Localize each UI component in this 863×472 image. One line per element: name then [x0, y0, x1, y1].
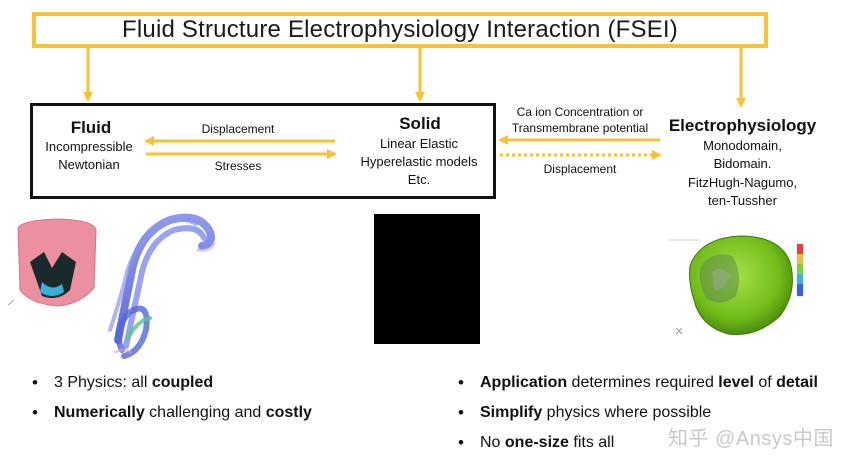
bullet-item: Application determines required level of… — [456, 373, 818, 393]
bullet-text-bold: coupled — [151, 374, 214, 391]
bullet-text-bold: Simplify — [480, 404, 543, 421]
bullet-text-bold: Numerically — [54, 404, 145, 421]
fluid-line-1: Incompressible — [45, 139, 133, 154]
bullet-item: Simplify physics where possible — [456, 403, 818, 423]
bullet-text-bold: Application — [480, 374, 568, 391]
electrophysiology-line-4: ten-Tussher — [708, 193, 777, 208]
fluid-line-2: Newtonian — [58, 157, 120, 172]
label-displacement-fluid-solid: Displacement — [201, 122, 275, 136]
bullet-list-right: Application determines required level of… — [456, 373, 818, 464]
label-displacement-ep-solid: Displacement — [543, 162, 617, 176]
solid-heading: Solid — [399, 114, 441, 133]
bullet-item: No one-size fits all — [456, 433, 818, 453]
electrophysiology-heading: Electrophysiology — [668, 116, 817, 135]
bullet-text: determines required — [567, 374, 719, 391]
bullet-text: No — [480, 434, 505, 451]
bullet-text-bold: level — [718, 374, 754, 391]
bullet-text: challenging and — [144, 404, 266, 421]
bullet-text-bold: detail — [776, 374, 818, 391]
electrophysiology-line-2: Bidomain. — [713, 156, 772, 171]
fluid-heading: Fluid — [70, 118, 112, 137]
watermark: 知乎 @Ansys中国 — [668, 428, 834, 450]
fluid-flow-image — [108, 213, 216, 359]
bullet-text: physics where possible — [542, 404, 712, 421]
fluid-sleeve-image — [7, 218, 97, 307]
bullet-text-bold: costly — [265, 404, 312, 421]
bullet-text: of — [753, 374, 777, 391]
diagram-title: Fluid Structure Electrophysiology Intera… — [122, 16, 678, 43]
title-connectors — [83, 48, 746, 108]
electrophysiology-line-1: Monodomain, — [703, 138, 782, 153]
electrophysiology-heart-image — [668, 235, 804, 336]
solid-line-2: Hyperelastic models — [360, 154, 478, 169]
solid-image — [374, 214, 480, 344]
label-ca-ion-line-2: Transmembrane potential — [511, 121, 649, 135]
bullet-item: Numerically challenging and costly — [30, 403, 312, 423]
title-box: Fluid Structure Electrophysiology Intera… — [32, 12, 768, 48]
bullet-text: fits all — [568, 434, 615, 451]
solid-line-3: Etc. — [407, 172, 431, 187]
bullet-text-bold: one-size — [504, 434, 569, 451]
label-ca-ion-line-1: Ca ion Concentration or — [516, 105, 644, 119]
fluid-solid-box — [30, 103, 496, 199]
bullet-item: 3 Physics: all coupled — [30, 373, 312, 393]
electrophysiology-line-3: FitzHugh-Nagumo, — [687, 175, 798, 190]
bullet-text: 3 Physics: all — [54, 374, 152, 391]
label-stresses: Stresses — [214, 159, 262, 173]
bullet-list-left: 3 Physics: all coupled Numerically chall… — [30, 373, 312, 434]
solid-line-1: Linear Elastic — [379, 136, 459, 151]
